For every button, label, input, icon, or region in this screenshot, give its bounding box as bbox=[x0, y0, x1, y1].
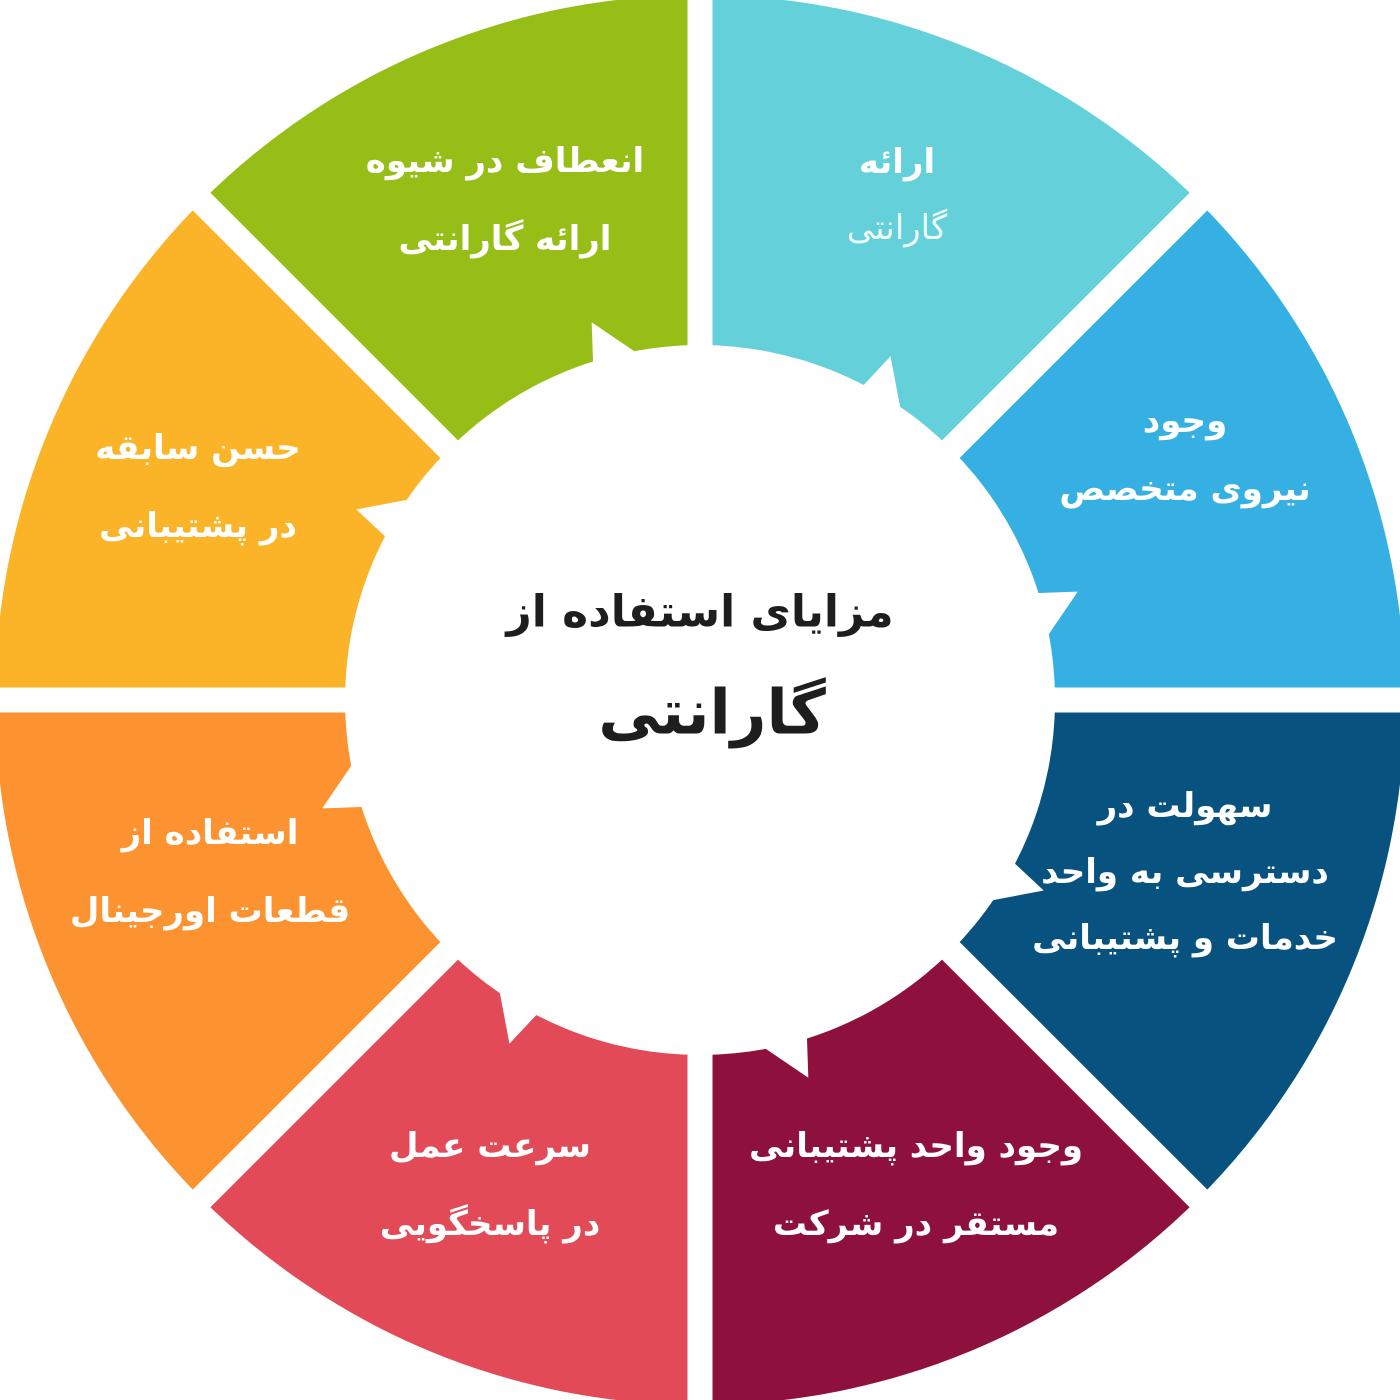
label-line: وجود bbox=[1142, 401, 1228, 441]
label-line: استفاده از bbox=[121, 813, 299, 853]
segment-label-green: انعطاف در شیوه ارائه گارانتی bbox=[366, 122, 644, 278]
label-line: انعطاف در شیوه bbox=[365, 141, 645, 181]
center-title-line2: گارانتی bbox=[598, 675, 826, 749]
center-circle bbox=[345, 345, 1055, 1055]
label-line: نیروی متخصص bbox=[1059, 469, 1311, 509]
label-line: در پاسخگویی bbox=[379, 1204, 601, 1244]
segment-label-red: سرعت عمل در پاسخگویی bbox=[380, 1107, 601, 1263]
label-line: سرعت عمل bbox=[388, 1126, 591, 1166]
label-line: دسترسی به واحد bbox=[1041, 852, 1329, 892]
center-title-line1: مزایای استفاده از bbox=[506, 586, 894, 638]
label-line: گارانتی bbox=[846, 208, 948, 248]
label-line: قطعات اورجینال bbox=[69, 891, 351, 931]
label-line: سهولت در bbox=[1097, 786, 1273, 826]
label-line: حسن سابقه bbox=[95, 428, 301, 468]
label-line: مستقر در شرکت bbox=[772, 1204, 1060, 1244]
segment-label-maroon: وجود واحد پشتیبانی مستقر در شرکت bbox=[749, 1107, 1083, 1263]
segment-label-blue: وجود نیروی متخصص bbox=[1059, 387, 1310, 523]
label-line: ارائه bbox=[858, 142, 936, 182]
segment-label-orange: استفاده از قطعات اورجینال bbox=[70, 794, 350, 950]
label-line: ارائه گارانتی bbox=[398, 219, 612, 259]
segment-label-yellow: حسن سابقه در پشتیبانی bbox=[95, 409, 301, 565]
label-line: در پشتیبانی bbox=[99, 506, 297, 546]
label-line: خدمات و پشتیبانی bbox=[1032, 918, 1338, 958]
label-line: وجود واحد پشتیبانی bbox=[749, 1126, 1083, 1166]
segment-label-cyan: ارائه گارانتی bbox=[847, 123, 947, 267]
segment-label-darkblue: سهولت در دسترسی به واحد خدمات و پشتیبانی bbox=[1032, 773, 1338, 971]
